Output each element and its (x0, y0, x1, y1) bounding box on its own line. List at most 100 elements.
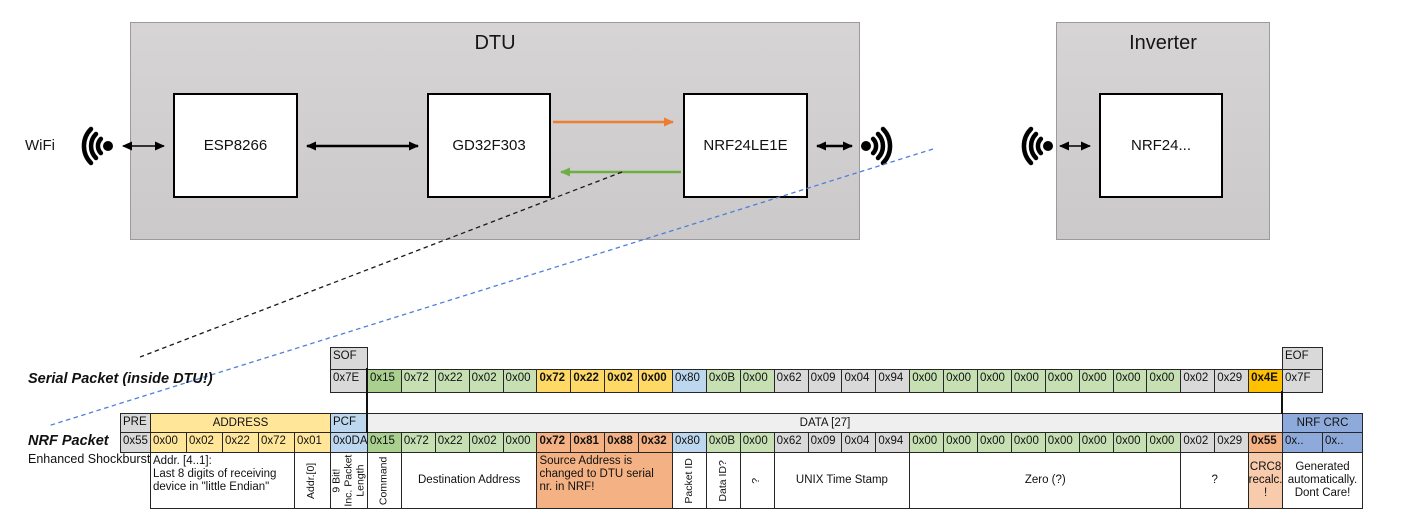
serial-byte-cell: 0x00 (1146, 369, 1182, 393)
serial-byte-cell: 0x02 (1180, 369, 1216, 393)
serial-byte-cell: 0x4E (1248, 369, 1283, 393)
serial-byte-cell: 0x7F (1282, 369, 1324, 393)
nrf-field-header-cell: ADDRESS (150, 413, 331, 433)
nrf-byte-cell: 0x02 (186, 432, 223, 453)
annotation-cell: Zero (?) (909, 452, 1182, 509)
nrf-byte-cell: 0x72 (258, 432, 295, 453)
annotation-cell: Source Address is changed to DTU serial … (536, 452, 673, 509)
annotation-cell: ? (1180, 452, 1250, 509)
nrf-byte-cell: 0x22 (434, 432, 470, 453)
annotation-cell: UNIX Time Stamp (773, 452, 911, 509)
wifi-label: WiFi (25, 137, 55, 154)
nrf-byte-cell: 0x15 (367, 432, 402, 453)
nrf-byte-cell: 0x00 (1010, 432, 1046, 453)
esp8266-label: ESP8266 (203, 137, 268, 154)
nrf-byte-cell: 0x02 (468, 432, 504, 453)
nrf-byte-cell: 0x00 (1078, 432, 1114, 453)
annotation-cell: Destination Address (400, 452, 538, 509)
serial-byte-cell: 0x72 (536, 369, 572, 393)
nrf-packet-label: NRF Packet (28, 433, 109, 449)
serial-byte-cell: 0x0B (705, 369, 741, 393)
nrf-byte-cell: 0x00 (739, 432, 775, 453)
serial-byte-cell: 0x02 (604, 369, 640, 393)
serial-byte-cell: 0x00 (943, 369, 978, 393)
annotation-cell: Addr. [4..1]: Last 8 digits of receiving… (150, 452, 295, 509)
nrf-byte-cell: 0x.. (1322, 432, 1364, 453)
nrf-field-header-cell: NRF CRC (1282, 413, 1364, 433)
nrf-byte-cell: 0x00 (943, 432, 978, 453)
serial-byte-cell: 0x15 (367, 369, 402, 393)
field-annotation-row: Addr. [4..1]: Last 8 digits of receiving… (0, 452, 1406, 509)
nrf-byte-cell: 0x00 (909, 432, 945, 453)
annotation-cell: CRC8 recalc. ! (1248, 452, 1283, 509)
serial-byte-cell: 0x00 (977, 369, 1012, 393)
serial-byte-cell: 0x22 (434, 369, 470, 393)
inverter-title: Inverter (1129, 32, 1197, 54)
serial-byte-cell: 0x22 (570, 369, 606, 393)
gd32f303-box: GD32F303 (427, 93, 551, 198)
serial-byte-cell: 0x29 (1214, 369, 1250, 393)
nrf-byte-cell: 0x62 (773, 432, 809, 453)
nrf-byte-cell: 0x0B (705, 432, 741, 453)
nrf-byte-cell: 0x81 (570, 432, 606, 453)
nrf-byte-cell: 0x00 (977, 432, 1012, 453)
serial-to-nrf-data-connector (365, 368, 368, 433)
inverter-nrf24-box: NRF24... (1099, 93, 1223, 198)
serial-byte-cell: 0x62 (773, 369, 809, 393)
nrf-byte-cell: 0x02 (1180, 432, 1216, 453)
wifi-icon-dtu-radio (861, 126, 893, 166)
nrf-byte-cell: 0x04 (841, 432, 877, 453)
nrf24le1e-box: NRF24LE1E (683, 93, 808, 198)
nrf-byte-cell: 0x32 (638, 432, 673, 453)
esp8266-box: ESP8266 (173, 93, 298, 198)
serial-byte-cell: 0x00 (638, 369, 673, 393)
serial-byte-cell: 0x00 (1078, 369, 1114, 393)
gd32f303-label: GD32F303 (452, 137, 526, 154)
serial-byte-cell: 0x00 (1044, 369, 1080, 393)
nrf-byte-cell: 0x00 (1044, 432, 1080, 453)
nrf-byte-cell: 0x00 (1112, 432, 1148, 453)
enhanced-shockburst-label: Enhanced Shockburst (28, 452, 151, 466)
serial-byte-cell: 0x00 (739, 369, 775, 393)
wifi-icon-inverter-radio (1021, 126, 1053, 166)
nrf-byte-cell: 0x.. (1282, 432, 1324, 453)
annotation-cell: Packet ID (672, 452, 707, 509)
annotation-cell: 9 Bit! Inc. Packet Length (330, 452, 368, 509)
nrf-byte-cell: 0x88 (604, 432, 640, 453)
annotation-cell: Addr.[0] (294, 452, 331, 509)
nrf-byte-cell: 0x0DA (330, 432, 368, 453)
annotation-cell: Data ID? (705, 452, 741, 509)
serial-byte-cell: 0x80 (672, 369, 707, 393)
nrf-byte-cell: 0x29 (1214, 432, 1250, 453)
nrf-field-header-cell: PCF (330, 413, 368, 433)
serial-framing-header-cell: SOF (330, 347, 368, 370)
nrf-byte-cell: 0x72 (400, 432, 436, 453)
serial-framing-header-row: SOF EOF (0, 347, 1406, 370)
nrf-byte-cell: 0x72 (536, 432, 572, 453)
annotation-cell: Generated automatically. Dont Care! (1282, 452, 1364, 509)
annotation-cell: Command (367, 452, 402, 509)
serial-byte-cell: 0x02 (468, 369, 504, 393)
inverter-nrf24-label: NRF24... (1130, 137, 1191, 154)
serial-byte-cell: 0x00 (1112, 369, 1148, 393)
serial-byte-cell: 0x04 (841, 369, 877, 393)
nrf-byte-cell: 0x80 (672, 432, 707, 453)
serial-packet-label: Serial Packet (inside DTU!) (28, 371, 213, 387)
serial-byte-cell: 0x7E (330, 369, 368, 393)
nrf-byte-cell: 0x09 (807, 432, 843, 453)
nrf-byte-cell: 0x55 (1248, 432, 1283, 453)
nrf-byte-cell: 0x22 (222, 432, 259, 453)
nrf-byte-cell: 0x00 (150, 432, 187, 453)
nrf-field-header-cell: DATA [27] (367, 413, 1284, 433)
serial-byte-cell: 0x09 (807, 369, 843, 393)
serial-byte-cell: 0x00 (909, 369, 945, 393)
serial-byte-cell: 0x94 (875, 369, 911, 393)
wifi-icon-home (81, 126, 113, 166)
nrf-byte-cell: 0x01 (294, 432, 331, 453)
serial-framing-header-cell: EOF (1282, 347, 1323, 370)
nrf-field-header-cell: PRE (120, 413, 151, 433)
